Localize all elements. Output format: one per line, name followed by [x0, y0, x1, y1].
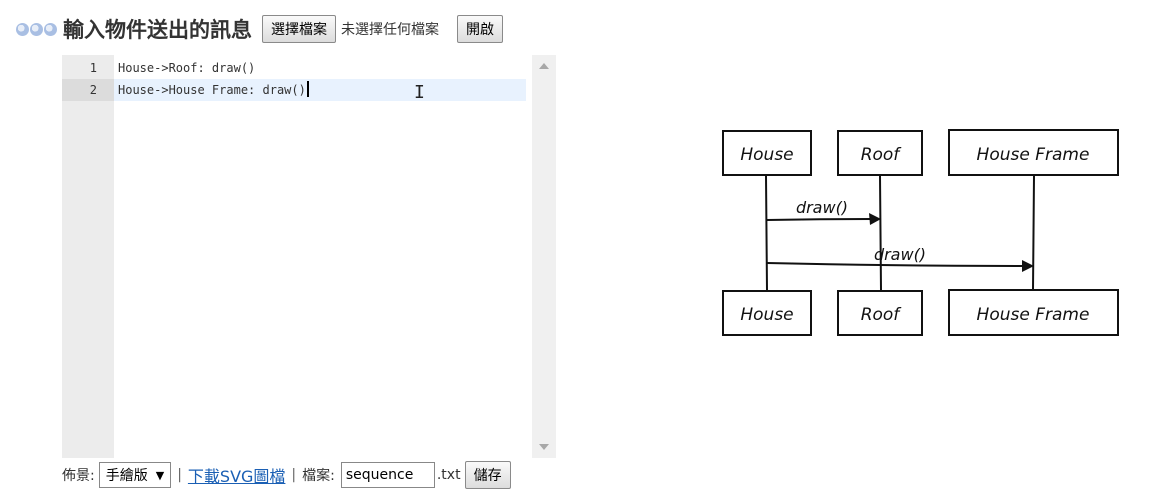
vertical-scrollbar[interactable]	[532, 55, 556, 458]
participant-label-roof-top: Roof	[861, 145, 903, 165]
participant-box-roof-bottom	[837, 290, 923, 336]
line-number-active: 2	[62, 79, 114, 101]
background-label: 佈景:	[62, 468, 95, 484]
header-bar: 輸入物件送出的訊息 選擇檔案 未選擇任何檔案 開啟	[16, 12, 503, 46]
open-button[interactable]: 開啟	[457, 15, 503, 43]
file-status-text: 未選擇任何檔案	[341, 22, 439, 38]
theme-selected-value: 手繪版	[105, 468, 148, 484]
ibeam-cursor-icon: I	[414, 82, 425, 103]
participant-label-roof-bottom: Roof	[861, 305, 903, 325]
file-extension: .txt	[436, 467, 461, 483]
separator: |	[177, 467, 182, 483]
participant-box-house-top	[722, 130, 812, 176]
footer-bar: 佈景: 手繪版 ▼ | 下載SVG圖檔 | 檔案: .txt 儲存	[62, 460, 511, 490]
scroll-down-arrow-icon[interactable]	[539, 444, 549, 450]
save-button[interactable]: 儲存	[464, 461, 511, 489]
participant-box-house-frame-bottom	[948, 289, 1119, 336]
participant-label-house-bottom: House	[740, 305, 793, 325]
separator: |	[291, 467, 297, 483]
participant-label-house-frame-bottom: House Frame	[977, 305, 1090, 325]
scroll-up-arrow-icon[interactable]	[539, 63, 549, 69]
decorative-dots-icon	[16, 22, 57, 36]
filename-input[interactable]	[340, 462, 435, 488]
lifeline-house-frame	[1032, 175, 1035, 291]
participant-box-house-frame-top	[948, 129, 1119, 176]
message-label-roof: draw()	[796, 198, 848, 217]
lifeline-house	[765, 175, 768, 291]
code-editor[interactable]: 1 2 House->Roof: draw() House->House Fra…	[62, 55, 556, 458]
participant-label-house-top: House	[740, 145, 793, 165]
download-svg-link[interactable]: 下載SVG圖檔	[187, 467, 286, 486]
code-line-text: House->House Frame: draw()	[118, 83, 306, 97]
line-number-gutter: 1 2	[62, 55, 114, 458]
participant-box-roof-top	[837, 130, 923, 176]
message-arrow-roof	[766, 218, 873, 221]
theme-select[interactable]: 手繪版 ▼	[98, 462, 172, 488]
choose-file-button[interactable]: 選擇檔案	[262, 15, 336, 43]
arrowhead-icon	[1022, 260, 1034, 272]
text-caret	[306, 81, 309, 97]
file-label: 檔案:	[302, 468, 335, 484]
lifeline-roof	[879, 175, 882, 291]
code-area[interactable]: House->Roof: draw() House->House Frame: …	[114, 55, 532, 458]
participant-label-house-frame-top: House Frame	[977, 145, 1090, 165]
message-label-house-frame: draw()	[874, 245, 926, 264]
participant-box-house-bottom	[722, 290, 812, 336]
code-line-text: House->Roof: draw()	[118, 61, 256, 75]
line-number: 1	[89, 61, 97, 75]
code-line-active[interactable]: House->House Frame: draw()	[114, 79, 526, 101]
page-title: 輸入物件送出的訊息	[63, 18, 252, 42]
arrowhead-icon	[869, 213, 881, 225]
code-line[interactable]: House->Roof: draw()	[114, 57, 526, 79]
sequence-diagram: House Roof House Frame House Roof House …	[722, 129, 1119, 336]
dropdown-arrow-icon: ▼	[155, 468, 165, 482]
message-arrow-house-frame	[766, 262, 1025, 267]
